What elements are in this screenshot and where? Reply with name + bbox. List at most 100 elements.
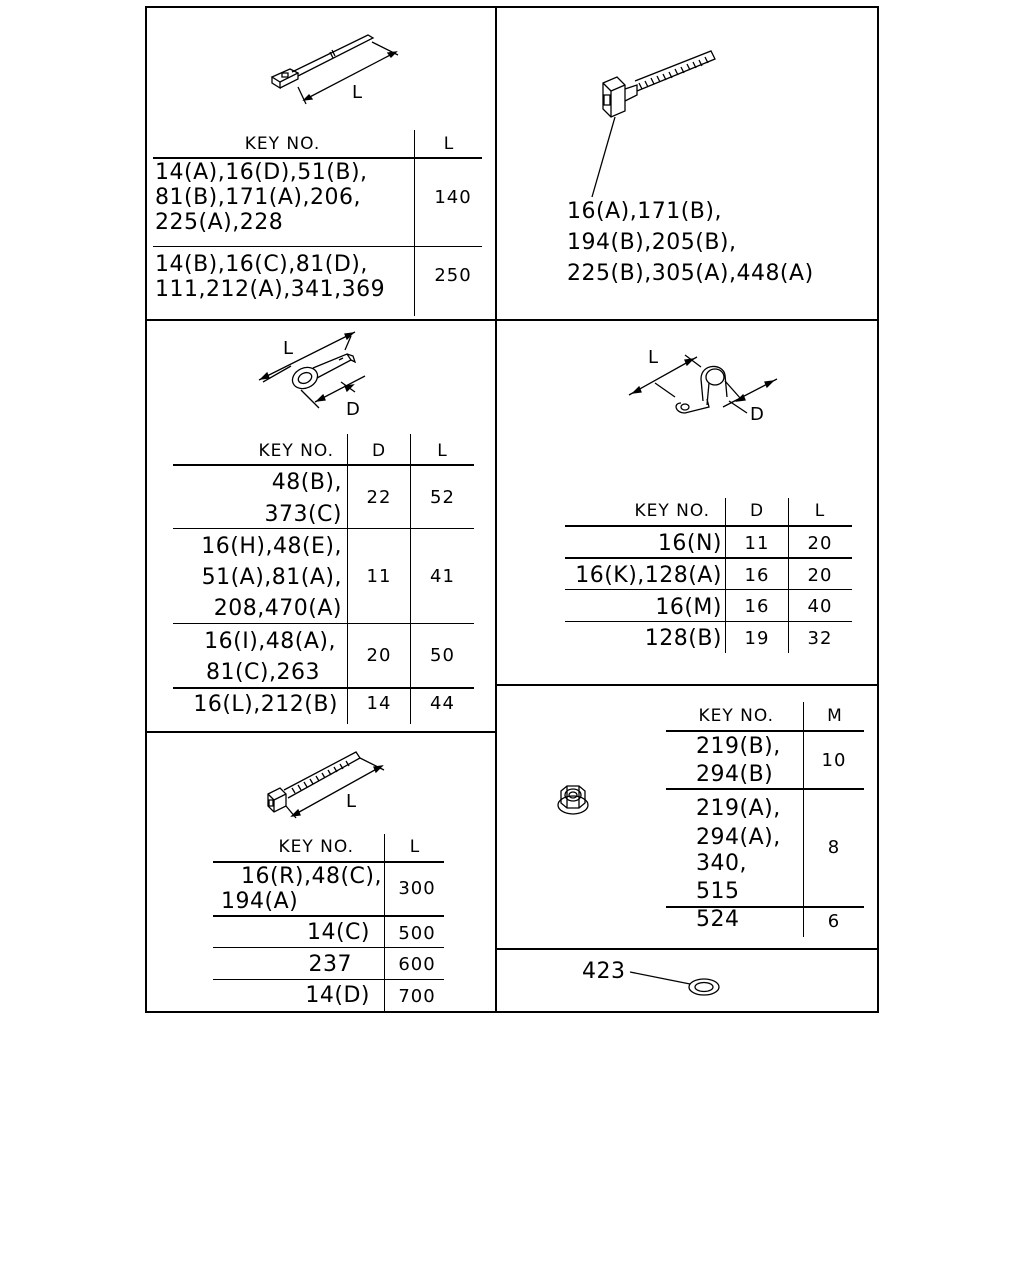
p5-rule-1 [213, 915, 444, 917]
p3-dim-l: L [283, 338, 295, 359]
p3-row4-d: 14 [366, 693, 392, 714]
frame-right [877, 6, 879, 1013]
row-divider-1 [145, 319, 879, 321]
p4-header-key: KEY NO. [634, 501, 710, 521]
p1-row2-key-line1: 14(B),16(C),81(D), [155, 252, 368, 277]
p6-row3-m: 6 [827, 911, 841, 932]
clip-tie-drawing [585, 45, 725, 205]
p2-key-line1: 16(A),171(B), [567, 199, 722, 224]
p3-header-l: L [437, 441, 448, 461]
p6-row2-key-line4: 515 [696, 879, 740, 904]
p1-row1-l: 140 [434, 187, 472, 208]
p1-row2-key-line2: 111,212(A),341,369 [155, 277, 386, 302]
frame-top [145, 6, 879, 8]
p5-row4-key: 14(D) [305, 983, 370, 1008]
p1-col-rule [414, 130, 415, 316]
p3-row3-key-line1: 16(I),48(A), [204, 629, 336, 654]
p3-row2-d: 11 [366, 566, 392, 587]
p4-col-rule-1 [725, 498, 726, 653]
p6-row1-key-line1: 219(B), [696, 734, 781, 759]
p1-row1-key-line3: 225(A),228 [155, 210, 284, 235]
p4-row3-key: 16(M) [655, 595, 722, 620]
p5-header-l: L [409, 837, 421, 857]
p1-header-l: L [443, 134, 455, 154]
p6-col-rule [803, 702, 804, 937]
p3-row2-l: 41 [430, 566, 455, 587]
p3-row1-key-line2: 373(C) [264, 502, 342, 527]
p3-col-rule-2 [410, 434, 411, 724]
p3-row1-l: 52 [430, 487, 455, 508]
p6-row2-m: 8 [827, 837, 841, 858]
p4-row2-key: 16(K),128(A) [575, 563, 722, 588]
cushion-clamp-drawing [255, 330, 375, 420]
cable-tie-drawing [260, 25, 410, 105]
p3-row2-key-line2: 51(A),81(A), [201, 565, 342, 590]
p7-key: 423 [582, 959, 626, 984]
p4-row3-l: 40 [807, 596, 833, 617]
p4-col-rule-2 [788, 498, 789, 653]
p6-row1-m: 10 [821, 750, 847, 771]
p3-rule-3 [173, 687, 474, 689]
p3-header-key: KEY NO. [258, 441, 334, 461]
p5-dim-label: L [346, 791, 358, 812]
p3-row3-l: 50 [430, 645, 455, 666]
p3-rule-1 [173, 528, 474, 529]
p1-header-key: KEY NO. [244, 134, 321, 154]
washer-drawing [628, 966, 723, 1000]
p3-row4-l: 44 [430, 693, 455, 714]
p4-row4-key: 128(B) [644, 626, 722, 651]
long-cable-tie-drawing [262, 742, 392, 822]
p5-col-rule [384, 834, 385, 1012]
p3-row1-d: 22 [366, 487, 392, 508]
p4-row1-d: 11 [744, 533, 770, 554]
p5-row1-l: 300 [398, 878, 436, 899]
p6-header-key: KEY NO. [698, 706, 774, 726]
p3-row3-key-line2: 81(C),263 [205, 660, 320, 685]
p4-row2-d: 16 [744, 565, 770, 586]
flange-nut-drawing [555, 783, 591, 817]
p3-row2-key-line1: 16(H),48(E), [201, 534, 342, 559]
p6-header-m: M [827, 706, 843, 726]
p5-row3-l: 600 [398, 954, 436, 975]
p1-row2-l: 250 [434, 265, 472, 286]
p5-row3-key: 237 [308, 952, 352, 977]
p1-header-rule [153, 157, 482, 159]
p6-row1-key-line2: 294(B) [696, 762, 774, 787]
p3-header-d: D [371, 441, 387, 461]
p5-row1-key-line2: 194(A) [221, 889, 299, 914]
p6-row3-key: 524 [696, 907, 740, 932]
p3-header-rule [173, 464, 474, 466]
p6-rule-2 [666, 906, 864, 908]
p3-row1-key-line1: 48(B), [271, 470, 342, 495]
p1-row1-key-line1: 14(A),16(D),51(B), [155, 160, 368, 185]
p5-row4-l: 700 [398, 986, 436, 1007]
p5-header-key: KEY NO. [278, 837, 354, 857]
p5-row2-key: 14(C) [306, 920, 370, 945]
p4-row4-d: 19 [744, 628, 770, 649]
p6-header-rule [666, 730, 864, 732]
p4-row3-d: 16 [744, 596, 770, 617]
p6-row2-key-line2: 294(A), [696, 825, 781, 850]
p5-row2-l: 500 [398, 923, 436, 944]
p3-row4-key: 16(L),212(B) [193, 692, 338, 717]
p4-row4-l: 32 [807, 628, 833, 649]
p2-key-line2: 194(B),205(B), [567, 230, 737, 255]
p4-header-d: D [749, 501, 765, 521]
p5-row1-key-line1: 16(R),48(C), [241, 864, 382, 889]
p4-rule-1 [565, 557, 852, 559]
p3-row2-key-line3: 208,470(A) [213, 596, 342, 621]
p5-rule-2 [213, 947, 444, 948]
p5-rule-3 [213, 979, 444, 980]
p3-rule-2 [173, 623, 474, 624]
p2-key-line3: 225(B),305(A),448(A) [567, 261, 814, 286]
p4-rule-2 [565, 589, 852, 590]
p6-row2-key-line3: 340, [696, 851, 747, 876]
p4-row1-l: 20 [807, 533, 833, 554]
pipe-clamp-drawing [625, 345, 785, 425]
frame-center-divider [495, 6, 497, 1013]
p6-row2-key-line1: 219(A), [696, 796, 781, 821]
p4-rule-3 [565, 621, 852, 622]
p1-row-rule [153, 246, 482, 247]
frame-left [145, 6, 147, 1013]
right-divider-3 [495, 948, 879, 950]
